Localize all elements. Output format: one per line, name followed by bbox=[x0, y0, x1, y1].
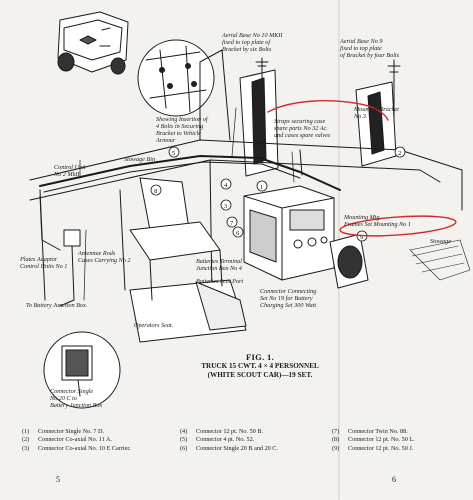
callout-8: 8 bbox=[150, 184, 162, 196]
label-control-unit: Control Unit No 2 MkII bbox=[54, 164, 86, 178]
svg-text:5: 5 bbox=[172, 150, 175, 157]
svg-text:4: 4 bbox=[224, 182, 228, 189]
callout-5: 5 bbox=[168, 146, 180, 158]
svg-text:3: 3 bbox=[224, 203, 227, 210]
radio-set-19 bbox=[243, 185, 335, 281]
legend-item: (1)Connector Single No. 7 D. bbox=[22, 428, 104, 435]
label-connector-charging: Connector Connecting Set No 19 for Batte… bbox=[260, 288, 317, 309]
legend-col-1: (1)Connector Single No. 7 D. (2)Connecto… bbox=[22, 428, 131, 453]
legend-item: (4)Connector 12 pt. No. 50 B. bbox=[180, 428, 264, 435]
legend-item: (6)Connector Single 20 B and 20 C. bbox=[180, 444, 278, 452]
operators-seat bbox=[129, 279, 247, 343]
label-straps: Straps securing case spare parts No 32 A… bbox=[274, 118, 331, 139]
label-battery-junction: To Battery Junction Box. bbox=[26, 302, 88, 309]
svg-text:9: 9 bbox=[360, 234, 363, 241]
label-mounting-frames: Mounting Mtg. Frames Set Mounting No 1 bbox=[344, 214, 412, 228]
figure-subtitle-2: (WHITE SCOUT CAR)—19 SET. bbox=[207, 371, 313, 379]
control-unit-box bbox=[39, 195, 81, 307]
callout-7: 7 bbox=[226, 216, 238, 228]
aerial-base-right bbox=[355, 59, 401, 167]
callout-1: 1 bbox=[256, 180, 268, 192]
stowage-hatch bbox=[409, 239, 471, 281]
svg-text:8: 8 bbox=[154, 188, 157, 195]
red-annotation-arrow bbox=[267, 100, 389, 121]
label-plates-adaptor: Plates Adaptor Control Units No 1 bbox=[20, 256, 68, 270]
legend-item: (9)Connector 12 pt. No. 50 J. bbox=[332, 444, 414, 452]
label-stowage-bin: Stowage Bin bbox=[124, 156, 156, 163]
legend-col-2: (4)Connector 12 pt. No. 50 B. (5)Connect… bbox=[180, 428, 278, 453]
figure-subtitle-1: TRUCK 15 CWT. 4 × 4 PERSONNEL bbox=[201, 362, 319, 370]
legend-col-3: (7)Connector Twin No. 88. (8)Connector 1… bbox=[332, 428, 415, 453]
stowage-bench bbox=[129, 221, 223, 301]
callout-2: 2 bbox=[394, 146, 406, 158]
svg-text:2: 2 bbox=[398, 150, 401, 157]
bolt-detail-inset bbox=[137, 39, 215, 117]
page-number-right: 6 bbox=[392, 475, 396, 484]
label-antennae-rods: Antennae Rods Cases Carrying No 2 bbox=[78, 250, 131, 264]
scout-car-thumbnail bbox=[57, 11, 129, 75]
callout-4: 4 bbox=[220, 178, 232, 190]
svg-text:6: 6 bbox=[236, 230, 240, 237]
label-bolt-detail: Showing Insertion of 4 Bolts in Securing… bbox=[156, 116, 208, 144]
svg-text:7: 7 bbox=[230, 220, 234, 227]
label-connector-single: Connector Single No 20 C to Battery Junc… bbox=[50, 388, 103, 409]
svg-text:1: 1 bbox=[260, 184, 263, 191]
legend-item: (2)Connector Co-axial No. 11 A. bbox=[22, 436, 113, 444]
label-batteries-seat: Batteries Seat Port bbox=[196, 278, 244, 285]
legend-item: (3)Connector Co-axial No. 10 E Carrier. bbox=[22, 444, 131, 452]
callout-6: 6 bbox=[232, 226, 244, 238]
legend-item: (5)Connector 4 pt. No. 52. bbox=[180, 436, 255, 444]
figure-caption: FIG. 1. TRUCK 15 CWT. 4 × 4 PERSONNEL (W… bbox=[150, 352, 370, 380]
label-aerial-base-9: Aerial Base No 9 fixed to top plate of B… bbox=[340, 38, 400, 59]
legend-item: (8)Connector 12 pt. No. 50 L. bbox=[332, 436, 415, 444]
label-operators-seat: Operators Seat. bbox=[134, 322, 174, 329]
red-annotation-ellipse bbox=[339, 215, 457, 237]
callout-3: 3 bbox=[220, 199, 232, 211]
label-mounting-bracket: Mounting Bracket No 3. bbox=[354, 106, 399, 120]
battery-box bbox=[329, 233, 369, 289]
connector-inset bbox=[43, 331, 121, 409]
label-stowage: Stowage bbox=[430, 238, 451, 245]
figure-title: FIG. 1. bbox=[245, 352, 275, 362]
page-number-left: 5 bbox=[56, 475, 60, 484]
label-batteries-terminal: Batteries Terminal Junction Box No 4 bbox=[196, 258, 243, 272]
legend-item: (7)Connector Twin No. 88. bbox=[332, 428, 408, 435]
label-aerial-base-mk2: Aerial Base No 10 MKII fixed to top plat… bbox=[222, 32, 283, 53]
